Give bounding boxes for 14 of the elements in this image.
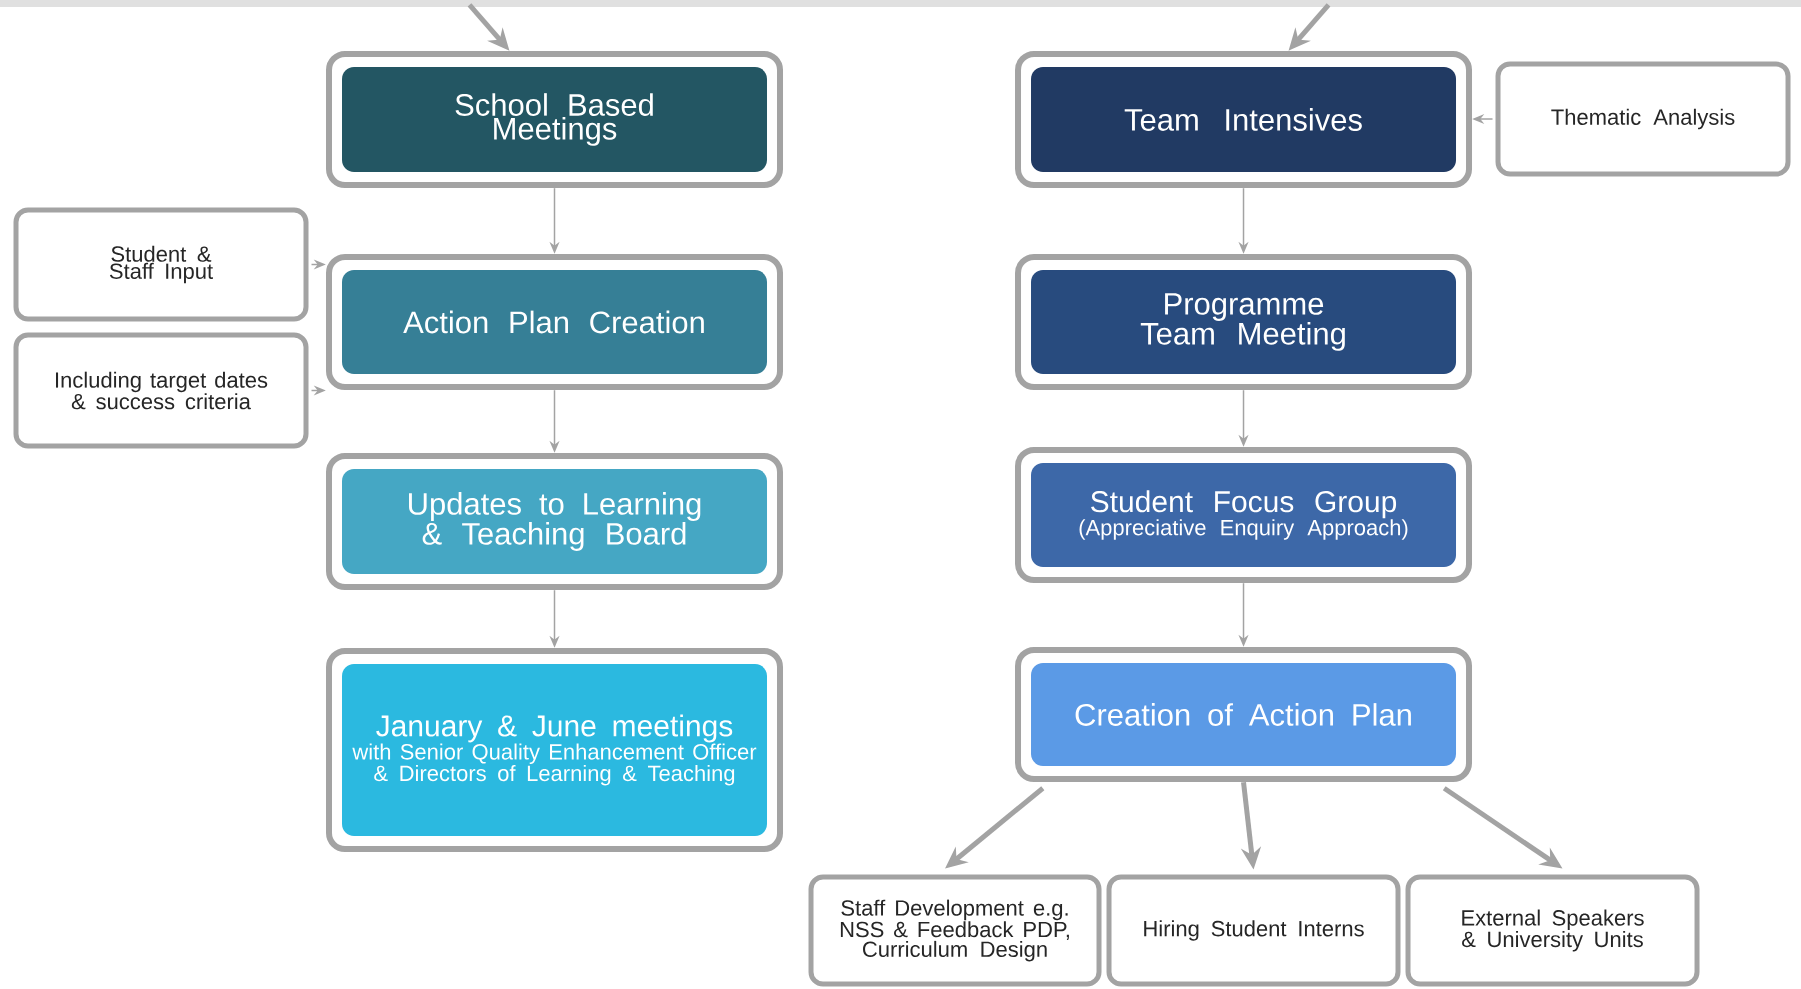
process-box: Team Intensives — [1015, 51, 1472, 188]
text-box: Staff Development e.g. NSS & Feedback PDP, Curriculum Design — [808, 874, 1102, 987]
process-box: Action Plan Creation — [326, 254, 783, 390]
text-box: Student & Staff Input — [13, 207, 309, 322]
process-box: Updates to Learning & Teaching Board — [326, 453, 783, 590]
process-box: Programme Team Meeting — [1015, 254, 1472, 390]
text-box: External Speakers & University Units — [1405, 874, 1700, 987]
text-box: Including target dates & success criteria — [13, 332, 309, 449]
process-box: School Based Meetings — [326, 51, 783, 188]
text-box: Hiring Student Interns — [1106, 874, 1401, 987]
process-box: Creation of Action Plan — [1015, 647, 1472, 782]
process-box: January & June meetings with Senior Quality Enhancement Officer & Directors of Learning & Teaching — [326, 648, 783, 852]
process-box: Student Focus Group (Appreciative Enquiry Approach) — [1015, 447, 1472, 583]
text-box: Thematic Analysis — [1495, 61, 1791, 177]
